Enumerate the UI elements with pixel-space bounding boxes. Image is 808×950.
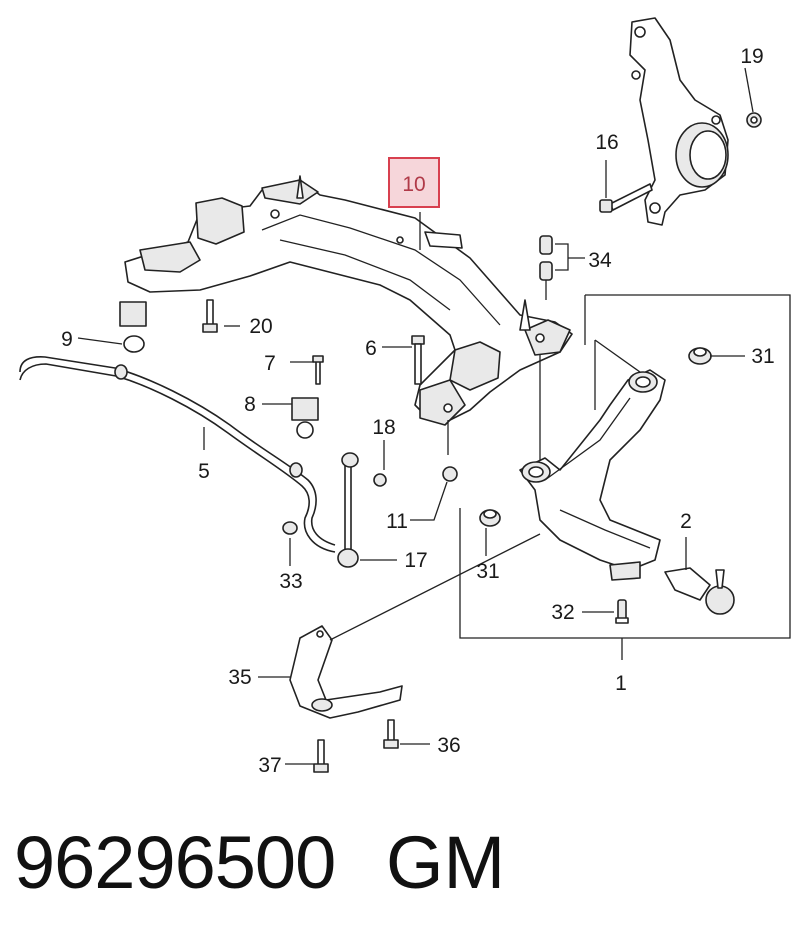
- bushing-31-bottom: [479, 509, 501, 527]
- bolt-36: [383, 719, 399, 749]
- arm-group-frame: [459, 294, 791, 639]
- callout-32: 32: [551, 601, 574, 624]
- callout-1: 1: [615, 672, 627, 695]
- stabilizer-bar: [19, 356, 336, 553]
- callout-17: 19: [740, 45, 763, 68]
- subframe-crossmember: [124, 175, 573, 426]
- callout-5: 5: [198, 460, 210, 483]
- ball-joint-2: [664, 567, 735, 615]
- bolt-7: [312, 355, 324, 385]
- callout-19: 18: [372, 416, 395, 439]
- callout-33: 34: [588, 249, 612, 272]
- stabilizer-link-18: [337, 452, 359, 568]
- steering-knuckle: [629, 17, 729, 226]
- callout-7: 7: [264, 352, 276, 375]
- callout-35: 35: [228, 666, 251, 689]
- callout-36: 36: [437, 734, 460, 757]
- nut-19: [373, 473, 387, 487]
- callout-31-bottom: 31: [476, 560, 499, 583]
- callout-37: 37: [258, 754, 281, 777]
- leader-lines: [77, 67, 754, 765]
- callout-6: 6: [365, 337, 377, 360]
- stabilizer-bushing-9: [119, 301, 147, 353]
- bushing-31-top: [688, 347, 712, 365]
- bolt-20: [202, 299, 218, 333]
- part-number: 96296500: [14, 821, 336, 904]
- highlight-box-10: [388, 157, 440, 208]
- bracket-35: [289, 625, 403, 719]
- callout-9: 9: [61, 328, 73, 351]
- callout-34: 33: [279, 570, 302, 593]
- callout-18: 17: [404, 549, 427, 572]
- callout-31-top: 31: [751, 345, 774, 368]
- callout-labels: 10 19 16 34 31 31 2 32 1 20 6 7 8 9 5 18…: [61, 45, 775, 777]
- callout-11: 11: [386, 510, 408, 533]
- stabilizer-bushing-8: [291, 397, 319, 439]
- nut-11: [442, 466, 458, 482]
- callout-16: 16: [595, 131, 618, 154]
- callout-10: 10: [402, 173, 425, 196]
- nut-17: [746, 112, 762, 128]
- callout-8: 8: [244, 393, 256, 416]
- bolt-37: [313, 739, 329, 773]
- bolt-16: [599, 183, 653, 213]
- callout-2: 2: [680, 510, 692, 533]
- bolt-32: [615, 599, 629, 624]
- nut-34: [282, 521, 298, 535]
- callout-20: 20: [249, 315, 272, 338]
- lower-control-arm: [519, 369, 666, 581]
- bolt-6: [411, 335, 425, 385]
- bushing-33: [539, 235, 553, 300]
- brand-name: GM: [386, 821, 506, 904]
